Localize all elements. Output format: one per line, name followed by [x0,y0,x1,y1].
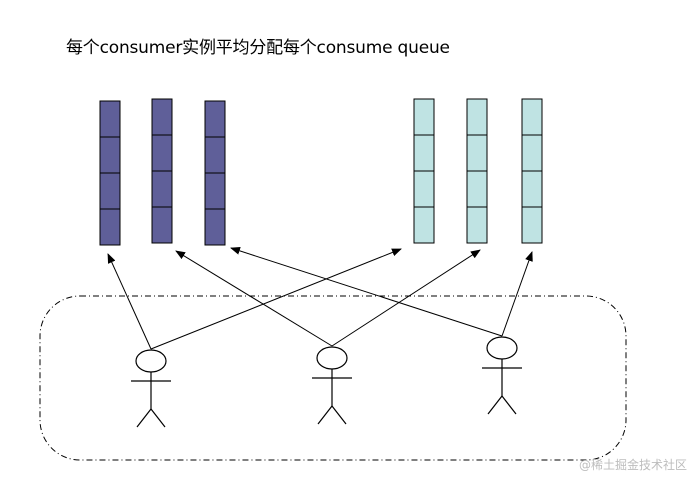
consumer-leg-left [487,395,503,415]
consume-queue-1 [99,100,121,246]
consume-queue-2 [151,98,173,244]
queue-cell [99,136,121,174]
queue-cell [151,134,173,172]
consumers [131,336,522,428]
consumer-group-boundary [39,295,627,461]
consumer-head [316,346,348,370]
queue-cell [521,170,543,208]
queue-cell [413,206,435,244]
queue-cell [521,206,543,244]
consume-queue-4 [413,98,435,244]
consumer-leg-right [501,395,517,415]
queue-cell [466,134,488,172]
consumer-3 [482,336,522,415]
consume-queue-6 [521,98,543,244]
assignment-arrow [175,250,333,347]
queue-cell [521,134,543,172]
queue-cell [466,206,488,244]
consumer-leg-right [150,408,166,428]
queue-cell [413,98,435,136]
queue-cell [413,134,435,172]
consumer-2 [312,346,352,425]
assignment-arrow [150,248,402,350]
queue-cell [204,208,226,246]
consumer-head [135,349,167,373]
queue-cell [413,170,435,208]
queue-cell [204,172,226,210]
queue-cell [99,208,121,246]
assignment-arrow [331,249,481,347]
diagram-title: 每个consumer实例平均分配每个consume queue [66,38,450,58]
assignment-arrows [107,246,533,350]
assignment-arrow [230,246,503,337]
consumer-leg-right [331,405,347,425]
consumer-leg-left [317,405,333,425]
queue-cell [466,170,488,208]
consumer-leg-left [136,408,152,428]
queue-cell [204,100,226,138]
consumer-head [486,336,518,360]
assignment-arrow [501,251,533,337]
queue-cell [151,206,173,244]
queue-cell [466,98,488,136]
queue-cell [521,98,543,136]
queue-cell [99,100,121,138]
consumer-1 [131,349,171,428]
queues [99,98,543,246]
consume-queue-3 [204,100,226,246]
assignment-arrow [107,253,152,350]
watermark: @稀土掘金技术社区 [578,458,687,472]
queue-cell [99,172,121,210]
queue-cell [204,136,226,174]
queue-cell [151,170,173,208]
queue-cell [151,98,173,136]
consume-queue-5 [466,98,488,244]
